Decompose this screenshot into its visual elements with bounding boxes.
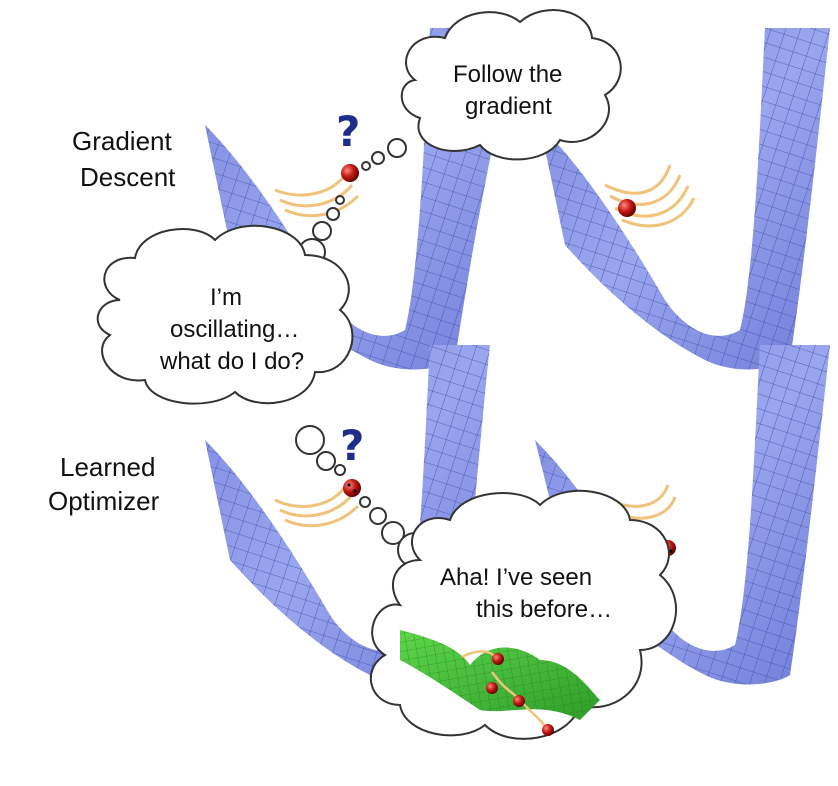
label-learned-optimizer-line1: Learned (60, 452, 155, 482)
bubble-follow-line2: gradient (465, 93, 552, 120)
question-mark-bottom: ? (340, 421, 364, 470)
question-mark-top: ? (336, 107, 360, 156)
thought-bubble-oscillating: I’m oscillating… what do I do? (96, 224, 354, 405)
ball-top-right (618, 199, 636, 217)
trail-top-left (274, 174, 360, 218)
bubble-oscillating-line2: oscillating… (170, 316, 299, 343)
ladybug-path (486, 653, 554, 736)
surface-top-right (540, 28, 830, 370)
ladybug-bottom-left (343, 479, 361, 497)
thought-bubble-follow: Follow the gradient (400, 9, 622, 161)
thought-bubble-aha: Aha! I’ve seen this before… (369, 489, 677, 740)
thought-trail-follow (361, 138, 407, 171)
bubble-aha-line2: this before… (476, 596, 612, 623)
label-gradient-descent-line1: Gradient (72, 126, 172, 156)
bubble-follow-line1: Follow the (453, 61, 562, 88)
thought-trail-bottom-left (295, 425, 346, 476)
bubble-oscillating-line3: what do I do? (159, 348, 304, 375)
trail-top-right (604, 164, 696, 228)
label-learned-optimizer-line2: Optimizer (48, 486, 160, 516)
bubble-aha-line1: Aha! I’ve seen (440, 564, 592, 591)
ball-top-left (341, 164, 359, 182)
trail-bottom-left (274, 486, 360, 528)
bubble-oscillating-line1: I’m (210, 284, 242, 311)
label-gradient-descent-line2: Descent (80, 162, 176, 192)
